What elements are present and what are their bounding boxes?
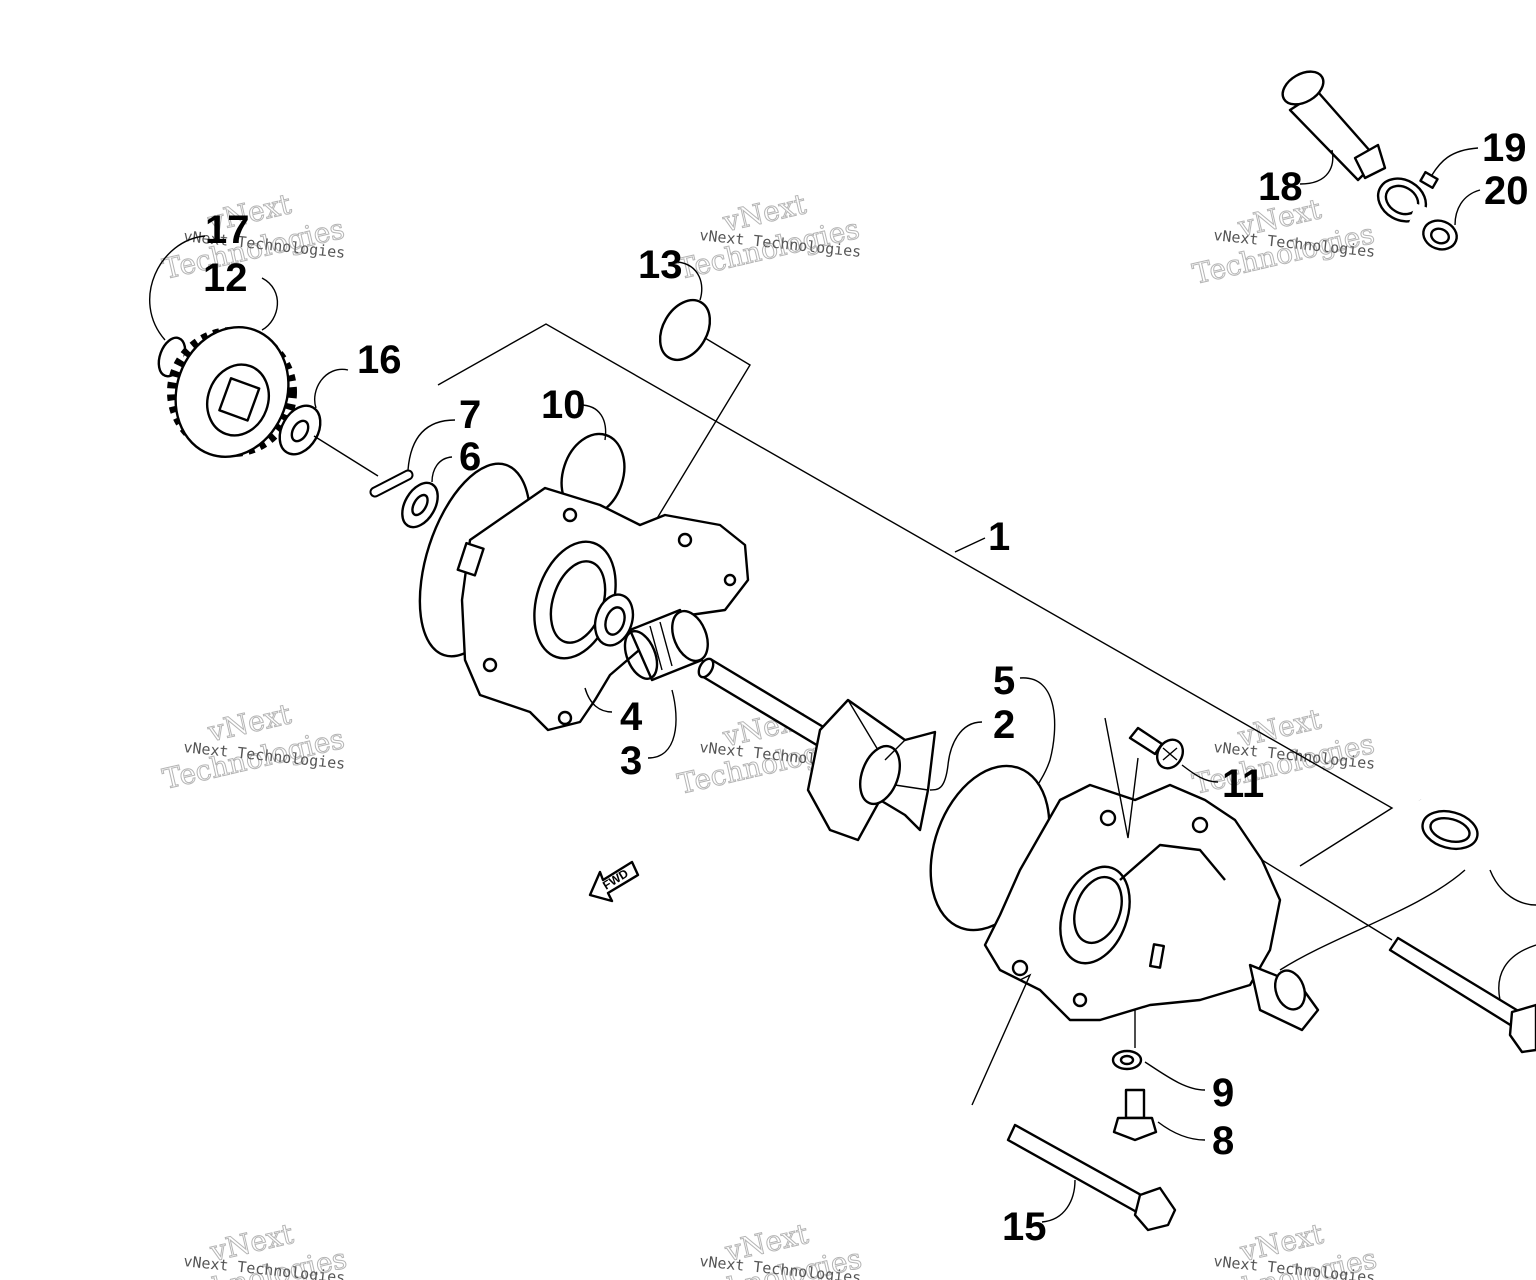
callout-13: 13 [638,243,683,287]
washer-16[interactable] [271,398,328,461]
leader-20 [1454,189,1481,226]
drain-bolt-8[interactable] [1112,1088,1158,1142]
callout-18: 18 [1258,165,1303,209]
leader-2 [929,721,983,791]
callout-12: 12 [203,256,248,300]
leader-11 [1181,764,1219,783]
callout-2: 2 [993,703,1015,747]
leader-9 [1144,1061,1206,1091]
callout-8: 8 [1212,1119,1234,1163]
bolt-15[interactable] [1006,1123,1177,1232]
impeller-2[interactable] [696,656,937,842]
callout-11: 11 [1222,762,1264,806]
assembly-bracket-1 [437,323,1394,867]
hose-continuation [1489,869,1536,906]
leader-5 [1019,677,1056,786]
leader-7 [407,419,456,471]
hose-end-bore-20 [1430,227,1450,245]
callout-4: 4 [620,695,643,739]
screw-11[interactable] [1128,726,1188,773]
watermark-mid-left: vNext Technologies [159,697,348,797]
callout-5: 5 [993,659,1015,703]
washer-6[interactable] [395,477,445,534]
callout-3: 3 [620,739,642,783]
leader-15 [1041,1179,1076,1223]
leader-17 [148,235,206,341]
axis-line-16 [313,435,379,477]
fwd-arrow-icon: FWD [588,860,640,903]
leader-13-bracket [649,337,751,531]
gear-12[interactable] [158,311,307,473]
leader-16 [314,368,349,409]
callout-15: 15 [1002,1205,1047,1249]
leader-8 [1157,1121,1206,1141]
callout-16: 16 [357,338,402,382]
hose-end-20 [1422,219,1458,251]
pin-7[interactable] [369,469,414,498]
callout-19: 19 [1482,126,1527,170]
hose-clamp-lower[interactable] [1418,805,1481,854]
leader-10 [579,404,607,441]
washer-9[interactable] [1111,1049,1143,1071]
leader-18 [1299,149,1334,185]
callout-1: 1 [988,515,1010,559]
leader-19 [1431,147,1479,176]
seal-3[interactable] [619,606,715,684]
pump-cover[interactable] [983,783,1320,1032]
leader-4 [584,687,613,713]
leader-13 [677,261,703,301]
leader-15-bracket [971,973,1032,1106]
callout-9: 9 [1212,1071,1234,1115]
callout-10: 10 [541,383,586,427]
callout-6: 6 [459,435,481,479]
leader-12 [261,277,279,331]
leader-3 [647,689,677,759]
coolant-hose-20[interactable] [1379,203,1501,805]
bolt-right[interactable] [1388,936,1536,1054]
bolt-axis [1261,859,1393,941]
leader-cover-bracket [1104,717,1139,839]
watermark-top-center: vNext Technologies [674,187,863,287]
leader-right [1498,944,1536,1001]
hose-fitting-18[interactable] [1277,65,1387,182]
pump-housing[interactable] [456,486,750,732]
callout-20: 20 [1484,169,1529,213]
leader-1 [954,537,986,553]
leader-6 [431,456,453,483]
callout-7: 7 [459,393,481,437]
leader-clamp-lower [1279,869,1466,971]
o-ring-13[interactable] [650,291,720,368]
callout-17: 17 [205,208,250,252]
